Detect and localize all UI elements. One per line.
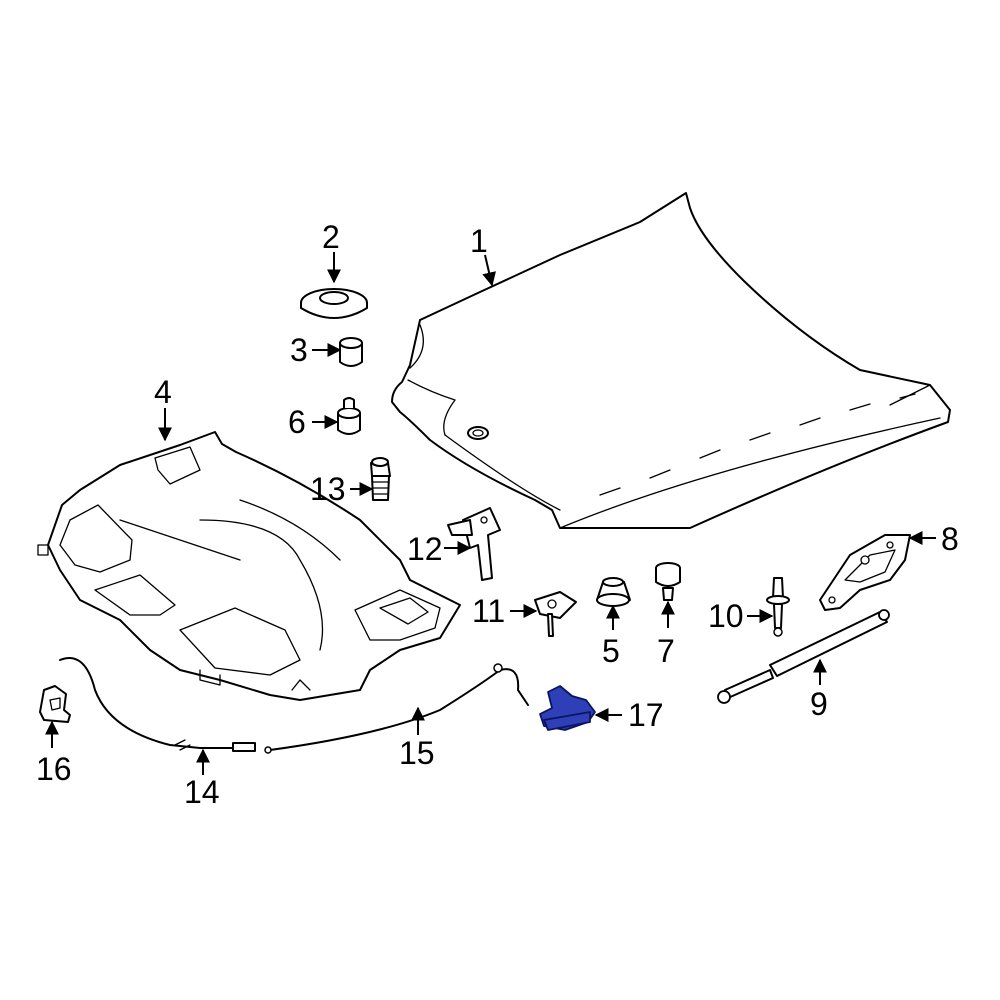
part-hood bbox=[391, 192, 951, 529]
callout-14: 14 bbox=[184, 774, 220, 810]
part-bracket bbox=[447, 507, 501, 581]
callout-4: 4 bbox=[154, 374, 172, 410]
callout-7: 7 bbox=[657, 633, 675, 669]
callout-12: 12 bbox=[407, 531, 443, 567]
part-insulation-pad bbox=[37, 431, 461, 701]
callout-2: 2 bbox=[322, 219, 340, 255]
part-bumper bbox=[339, 337, 363, 367]
callout-11: 11 bbox=[472, 593, 505, 629]
part-grommet bbox=[300, 288, 368, 319]
leader-lines bbox=[45, 252, 936, 775]
part-release-cable bbox=[59, 657, 256, 752]
part-gas-strut bbox=[717, 609, 890, 704]
callout-5: 5 bbox=[602, 633, 620, 669]
callout-8: 8 bbox=[941, 521, 959, 557]
part-bowden-cable bbox=[264, 663, 529, 754]
part-spring-pin bbox=[370, 457, 391, 501]
callout-17: 17 bbox=[628, 697, 664, 733]
part-pin bbox=[766, 577, 790, 637]
callout-labels: 1 2 3 4 5 6 7 8 9 10 11 12 13 14 15 16 1… bbox=[36, 219, 959, 810]
part-clip bbox=[39, 685, 71, 723]
part-striker bbox=[534, 591, 577, 637]
callout-9: 9 bbox=[810, 686, 828, 722]
part-latch-highlighted bbox=[539, 685, 596, 731]
callout-1: 1 bbox=[470, 223, 488, 259]
callout-3: 3 bbox=[290, 332, 308, 368]
part-adjuster bbox=[655, 562, 681, 601]
callout-15: 15 bbox=[399, 735, 435, 771]
part-hinge bbox=[819, 534, 911, 611]
callout-10: 10 bbox=[708, 598, 744, 634]
callout-16: 16 bbox=[36, 751, 72, 787]
callout-13: 13 bbox=[310, 471, 346, 507]
part-clip-nut bbox=[596, 577, 631, 607]
callout-6: 6 bbox=[288, 404, 306, 440]
part-stop-buffer bbox=[337, 397, 361, 435]
